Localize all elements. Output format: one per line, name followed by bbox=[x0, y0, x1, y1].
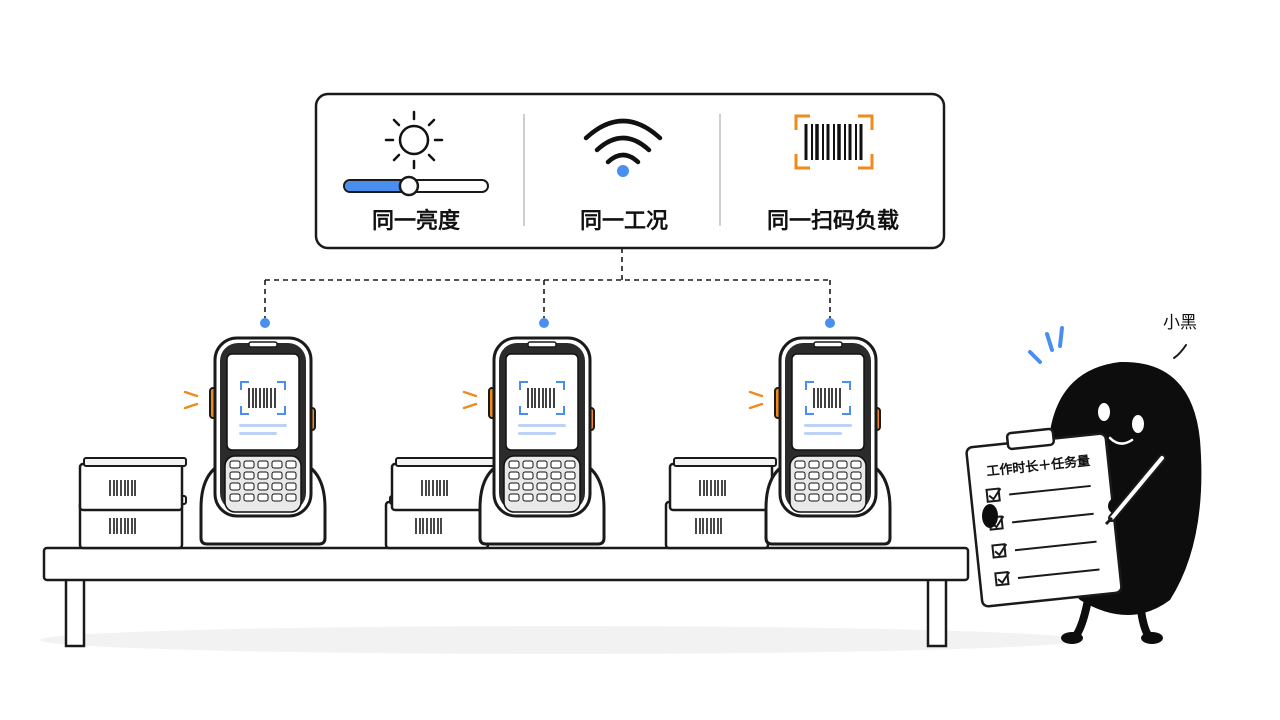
connector-dot bbox=[260, 318, 270, 328]
pen-icon bbox=[1104, 454, 1166, 526]
dashed-connectors bbox=[264, 248, 831, 318]
workbench-table bbox=[42, 546, 970, 648]
condition-label-workload: 同一工况 bbox=[580, 209, 668, 234]
handheld-scanner-device bbox=[462, 336, 606, 546]
conditions-panel: 同一亮度 同一工况 同一 bbox=[314, 92, 946, 250]
connector-dot bbox=[539, 318, 549, 328]
brightness-slider bbox=[343, 175, 489, 197]
character-name: 小黑 bbox=[1163, 313, 1197, 333]
condition-label-brightness: 同一亮度 bbox=[372, 208, 461, 234]
character-xiaohei: 工作时长＋任务量 小黑 bbox=[965, 313, 1202, 644]
handheld-scanner-device bbox=[748, 336, 892, 546]
floor-shadow bbox=[40, 626, 1080, 654]
package-box-stack bbox=[664, 456, 778, 550]
clipboard: 工作时长＋任务量 bbox=[965, 427, 1123, 608]
package-box-stack bbox=[78, 456, 188, 550]
handheld-scanner-device bbox=[183, 336, 327, 546]
sun-brightness-icon bbox=[384, 110, 444, 170]
connector-dot bbox=[825, 318, 835, 328]
barcode-scan-icon bbox=[794, 114, 874, 170]
condition-label-scan-load: 同一扫码负载 bbox=[767, 208, 899, 234]
wifi-icon bbox=[583, 118, 663, 177]
